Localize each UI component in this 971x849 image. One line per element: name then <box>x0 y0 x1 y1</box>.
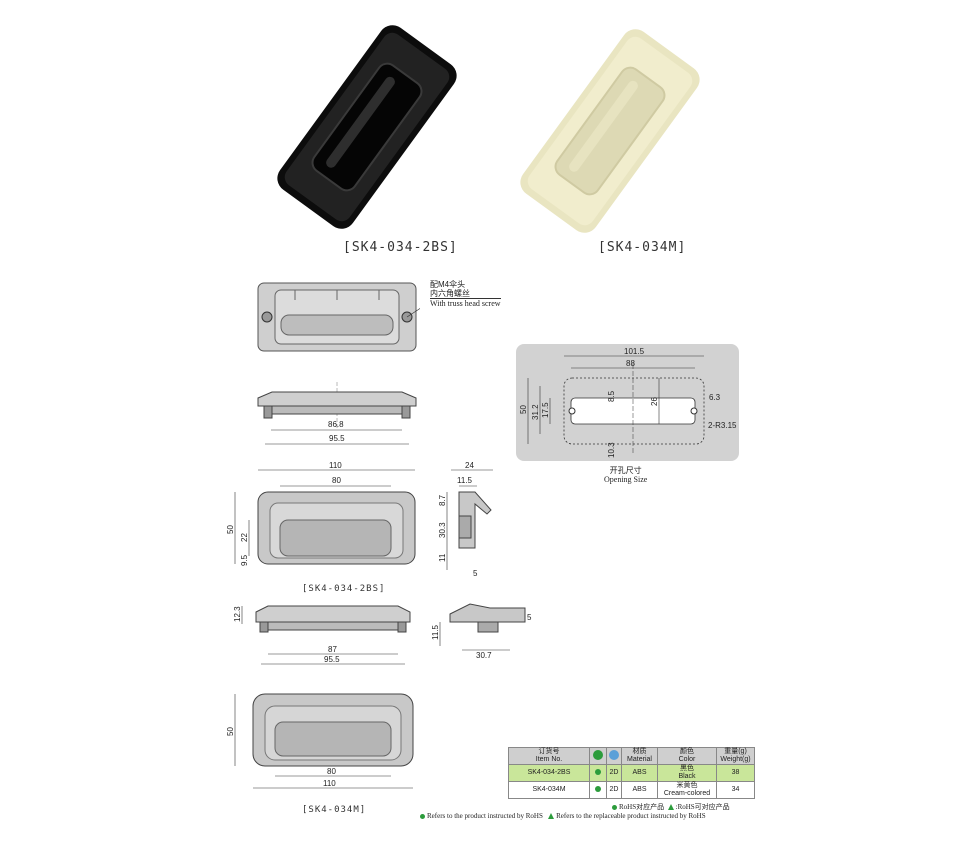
cell-item: SK4-034M <box>508 781 590 799</box>
rohs-triangle-icon <box>667 804 674 811</box>
dim-110b: 110 <box>323 779 336 788</box>
opening-size-en: Opening Size <box>604 475 648 484</box>
note-rohs: Refers to the product instructed by RoHS <box>427 812 543 820</box>
header-weight: 重量(g)Weight(g) <box>716 747 755 765</box>
dim-11-5: 11.5 <box>457 476 473 485</box>
dim-95-5b: 95.5 <box>324 655 340 664</box>
side-view-2bs: 24 11.5 8.7 30.3 11 5 <box>438 461 493 578</box>
rohs-dot-icon <box>420 813 425 819</box>
cell-type: 2D <box>606 764 622 782</box>
dim-17-5: 17.5 <box>541 402 550 418</box>
dim-6-3: 6.3 <box>709 393 721 402</box>
rohs-triangle-icon <box>548 813 555 820</box>
cell-material: ABS <box>621 781 658 799</box>
cell-weight: 34 <box>716 781 755 799</box>
rohs-notes: Refers to the product instructed by RoHS… <box>420 812 706 820</box>
side-view-2: 11.5 30.7 5 <box>431 603 532 660</box>
header-2d <box>606 747 622 765</box>
dim-opening-50: 50 <box>519 405 528 414</box>
dim-80b: 80 <box>327 767 336 776</box>
dim-50: 50 <box>226 525 235 534</box>
dim-87: 87 <box>328 645 337 654</box>
header-rohs <box>589 747 607 765</box>
top-view-m: 50 80 110 <box>226 693 414 789</box>
dim-24: 24 <box>465 461 474 470</box>
dim-8-7: 8.7 <box>438 494 447 506</box>
cell-item: SK4-034-2BS <box>508 764 590 782</box>
view-caption-m: [SK4-034M] <box>302 805 367 815</box>
dim-31-2: 31.2 <box>531 404 540 420</box>
legend-rohs: RoHS对应产品 <box>619 803 665 811</box>
dim-80: 80 <box>332 476 341 485</box>
top-view-screws <box>257 282 420 352</box>
front-view-1: 86.8 95.5 <box>257 382 417 445</box>
dim-10-3: 10.3 <box>607 442 616 458</box>
cell-weight: 38 <box>716 764 755 782</box>
2d-icon <box>609 749 619 760</box>
dim-2-r3-15: 2-R3.15 <box>708 421 737 430</box>
opening-size-label: 开孔尺寸 Opening Size <box>604 466 647 484</box>
dim-110: 110 <box>329 461 342 470</box>
product-caption-cream: [SK4-034M] <box>598 240 687 255</box>
dim-11-5b: 11.5 <box>431 624 440 640</box>
cell-rohs <box>589 781 607 799</box>
rohs-dot-icon <box>595 768 601 775</box>
dim-9-5: 9.5 <box>240 554 249 566</box>
dim-26: 26 <box>650 397 659 406</box>
dim-30-3: 30.3 <box>438 522 447 538</box>
dim-12-3: 12.3 <box>233 606 242 622</box>
rohs-dot-icon <box>595 785 601 792</box>
rohs-legend: RoHS对应产品 :RoHS可对应产品 <box>612 802 730 812</box>
dim-22: 22 <box>240 533 249 542</box>
screw-note-cn2: 内六角螺丝 <box>430 289 470 298</box>
rohs-dot-icon <box>612 804 617 810</box>
opening-size-cn: 开孔尺寸 <box>609 466 642 475</box>
dim-30-7: 30.7 <box>476 651 492 660</box>
dim-5b: 5 <box>527 613 532 622</box>
dim-101-5: 101.5 <box>624 347 645 356</box>
view-caption-2bs: [SK4-034-2BS] <box>302 584 386 594</box>
cell-rohs <box>589 764 607 782</box>
dim-50b: 50 <box>226 727 235 736</box>
opening-size-diagram: 101.5 88 50 31.2 17.5 8.5 26 6.3 2-R3.15… <box>519 347 737 458</box>
front-view-2: 12.3 87 95.5 <box>233 605 411 665</box>
screw-note: 配M4伞头 内六角螺丝 With truss head screw <box>430 280 501 308</box>
legend-rohs-replaceable: :RoHS可对应产品 <box>675 803 730 811</box>
dim-5a: 5 <box>473 569 478 578</box>
product-photo-cream <box>520 29 700 233</box>
cell-material: ABS <box>621 764 658 782</box>
product-caption-black: [SK4-034-2BS] <box>343 240 458 255</box>
note-rohs-replaceable: Refers to the replaceable product instru… <box>556 812 706 820</box>
dim-86-8: 86.8 <box>328 420 344 429</box>
dim-8-5: 8.5 <box>607 390 616 402</box>
dim-88: 88 <box>626 359 635 368</box>
rohs-icon <box>593 749 603 760</box>
dim-11: 11 <box>438 553 447 562</box>
screw-note-cn1: 配M4伞头 <box>430 280 466 289</box>
cell-type: 2D <box>606 781 622 799</box>
dim-95-5a: 95.5 <box>329 434 345 443</box>
top-view-2bs: 110 80 50 22 9.5 <box>226 461 416 566</box>
product-photo-black <box>277 25 457 229</box>
screw-note-en: With truss head screw <box>430 298 501 308</box>
